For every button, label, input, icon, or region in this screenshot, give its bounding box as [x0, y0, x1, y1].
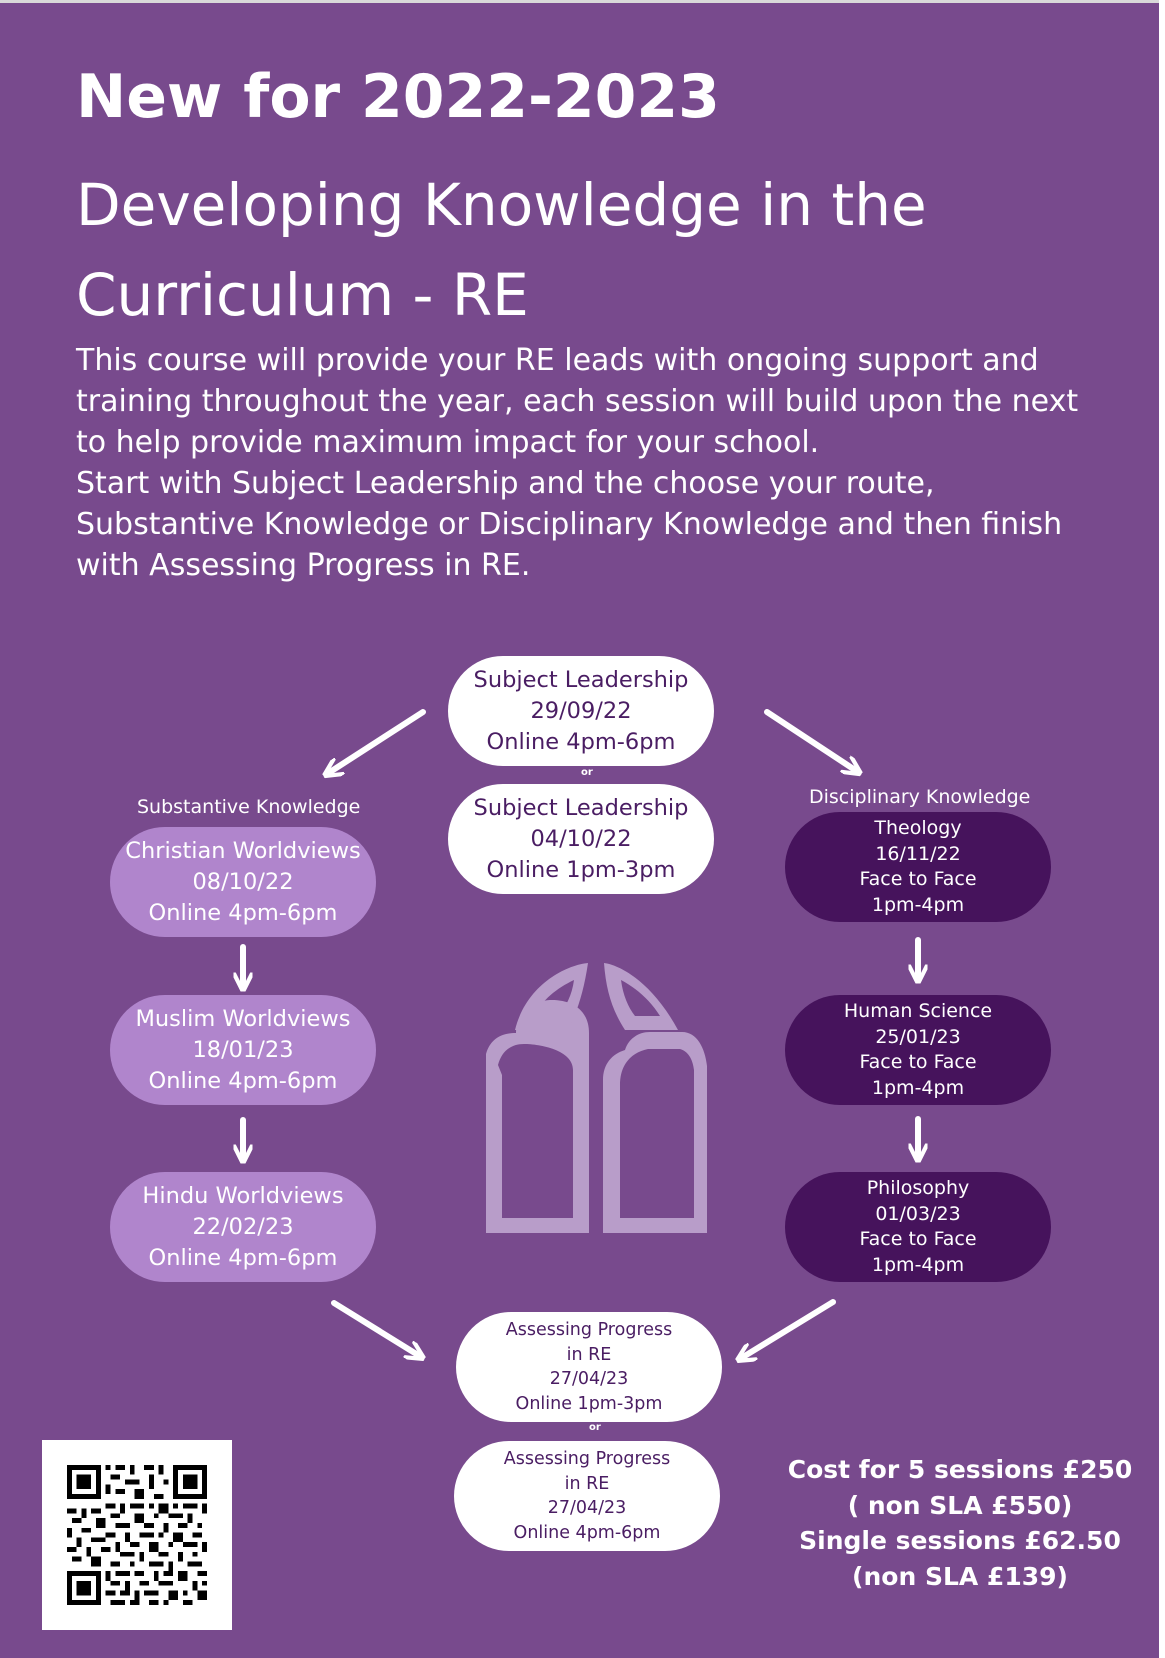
session-name-line1: Assessing Progress [503, 1449, 671, 1469]
session-date: 18/01/23 [192, 1036, 294, 1063]
page-kicker: New for 2022-2023 [76, 62, 720, 132]
session-time: Online 4pm-6pm [148, 1244, 338, 1271]
arrow-icon [764, 709, 855, 770]
arrow-icon [331, 1300, 418, 1355]
session-mode: Face to Face [859, 868, 977, 890]
cost-line-4: (non SLA £139) [852, 1561, 1068, 1591]
session-name-line2: in RE [566, 1344, 612, 1365]
session-date: 25/01/23 [875, 1025, 961, 1048]
session-time: Online 4pm-6pm [513, 1522, 661, 1543]
or-label-start: or [581, 767, 593, 778]
finish-session-1: Assessing Progress in RE 27/04/23 Online… [456, 1312, 722, 1422]
session-name: Theology [874, 817, 962, 839]
top-border [0, 0, 1165, 3]
or-label-finish: or [589, 1422, 601, 1433]
session-time: 1pm-4pm [871, 893, 965, 916]
session-time: Online 1pm-3pm [486, 856, 676, 883]
session-name: Subject Leadership [473, 666, 689, 693]
session-mode: Face to Face [859, 1051, 977, 1073]
substantive-session-2: Muslim Worldviews 18/01/23 Online 4pm-6p… [110, 995, 376, 1105]
session-mode: Face to Face [859, 1228, 977, 1250]
cost-info: Cost for 5 sessions £250 ( non SLA £550)… [780, 1452, 1140, 1594]
church-window-icon [486, 963, 707, 1233]
substantive-session-3: Hindu Worldviews 22/02/23 Online 4pm-6pm [110, 1172, 376, 1282]
arrow-icon [330, 709, 426, 772]
cost-line-2: ( non SLA £550) [847, 1490, 1073, 1520]
session-name-line2: in RE [564, 1473, 610, 1494]
disciplinary-label: Disciplinary Knowledge [809, 786, 1031, 808]
arrow-icon [743, 1299, 836, 1357]
session-name-line1: Assessing Progress [505, 1320, 673, 1340]
session-time: Online 4pm-6pm [486, 728, 676, 755]
session-time: 1pm-4pm [871, 1076, 965, 1099]
disciplinary-session-1: Theology 16/11/22 Face to Face 1pm-4pm [785, 812, 1051, 922]
substantive-session-1: Christian Worldviews 08/10/22 Online 4pm… [110, 827, 376, 937]
cost-line-3: Single sessions £62.50 [799, 1526, 1121, 1555]
session-name: Muslim Worldviews [135, 1005, 351, 1032]
qr-code[interactable] [42, 1440, 232, 1630]
session-date: 27/04/23 [547, 1498, 627, 1518]
session-name: Human Science [843, 1000, 993, 1022]
session-name: Hindu Worldviews [142, 1182, 344, 1209]
cost-line-1: Cost for 5 sessions £250 [787, 1455, 1133, 1484]
right-border [1159, 0, 1165, 1658]
page-title: Developing Knowledge in the Curriculum -… [76, 171, 927, 329]
finish-session-2: Assessing Progress in RE 27/04/23 Online… [454, 1441, 720, 1551]
session-time: Online 4pm-6pm [148, 1067, 338, 1094]
intro-paragraph-2: Start with Subject Leadership and the ch… [76, 466, 1063, 583]
session-date: 01/03/23 [875, 1202, 961, 1225]
qr-code-icon [67, 1465, 207, 1605]
session-date: 27/04/23 [549, 1369, 629, 1389]
session-date: 04/10/22 [530, 825, 632, 852]
start-session-1: Subject Leadership 29/09/22 Online 4pm-6… [448, 656, 714, 766]
session-date: 16/11/22 [875, 842, 961, 865]
substantive-label: Substantive Knowledge [137, 796, 361, 818]
session-name: Philosophy [866, 1177, 970, 1199]
session-date: 29/09/22 [530, 697, 632, 724]
session-time: Online 4pm-6pm [148, 899, 338, 926]
session-name: Christian Worldviews [125, 837, 361, 864]
session-date: 08/10/22 [192, 868, 294, 895]
disciplinary-session-3: Philosophy 01/03/23 Face to Face 1pm-4pm [785, 1172, 1051, 1282]
session-name: Subject Leadership [473, 794, 689, 821]
session-date: 22/02/23 [192, 1213, 294, 1240]
session-time: Online 1pm-3pm [515, 1393, 663, 1414]
session-time: 1pm-4pm [871, 1253, 965, 1276]
start-session-2: Subject Leadership 04/10/22 Online 1pm-3… [448, 784, 714, 894]
intro-text: This course will provide your RE leads w… [76, 340, 1111, 586]
intro-paragraph-1: This course will provide your RE leads w… [76, 343, 1079, 460]
disciplinary-session-2: Human Science 25/01/23 Face to Face 1pm-… [785, 995, 1051, 1105]
